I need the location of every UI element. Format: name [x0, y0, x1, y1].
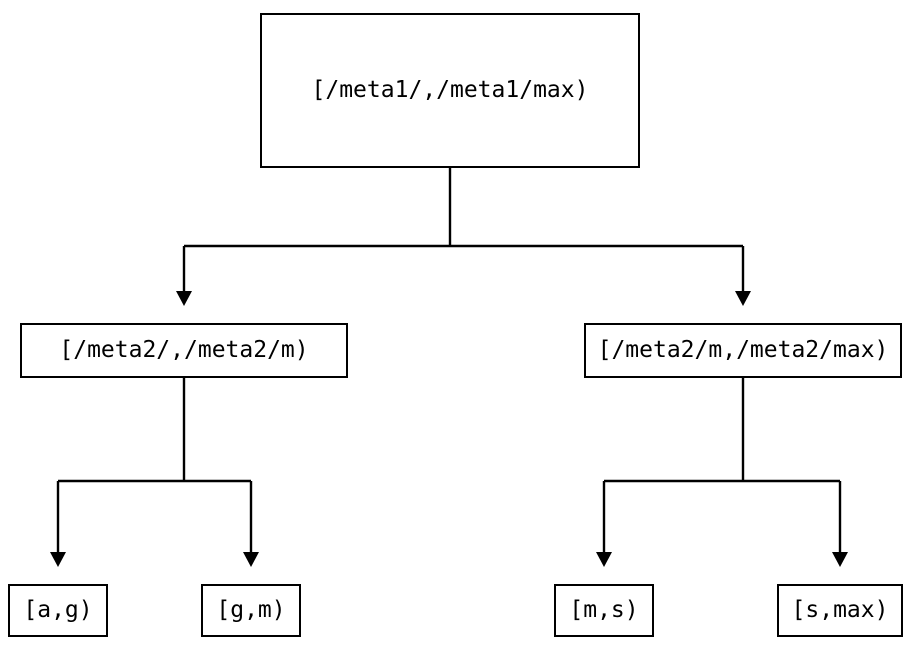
- arrowhead-down-icon: [243, 552, 259, 567]
- node-leaf-gm-label: [g,m): [216, 597, 286, 623]
- arrowhead-down-icon: [832, 552, 848, 567]
- edge-line: [56, 378, 253, 552]
- node-leaf-smax: [s,max): [777, 584, 903, 637]
- node-root-label: [/meta1/,/meta1/max): [311, 77, 589, 103]
- arrowhead-down-icon: [596, 552, 612, 567]
- node-leaf-ms-label: [m,s): [569, 597, 639, 623]
- node-level1-left-label: [/meta2/,/meta2/m): [59, 337, 309, 363]
- node-leaf-ms: [m,s): [554, 584, 654, 637]
- node-leaf-smax-label: [s,max): [791, 597, 889, 623]
- node-leaf-gm: [g,m): [201, 584, 301, 637]
- node-leaf-ag: [a,g): [8, 584, 108, 637]
- arrowhead-down-icon: [735, 291, 751, 306]
- node-level1-left: [/meta2/,/meta2/m): [20, 323, 348, 378]
- node-leaf-ag-label: [a,g): [23, 597, 93, 623]
- edge-line: [182, 168, 745, 291]
- edge-right-to-leaves: [596, 378, 848, 567]
- edge-root-to-children: [176, 168, 751, 306]
- node-level1-right-label: [/meta2/m,/meta2/max): [597, 337, 889, 363]
- arrowhead-down-icon: [50, 552, 66, 567]
- edge-left-to-leaves: [50, 378, 259, 567]
- node-level1-right: [/meta2/m,/meta2/max): [584, 323, 902, 378]
- node-root: [/meta1/,/meta1/max): [260, 13, 640, 168]
- edge-line: [602, 378, 842, 552]
- arrowhead-down-icon: [176, 291, 192, 306]
